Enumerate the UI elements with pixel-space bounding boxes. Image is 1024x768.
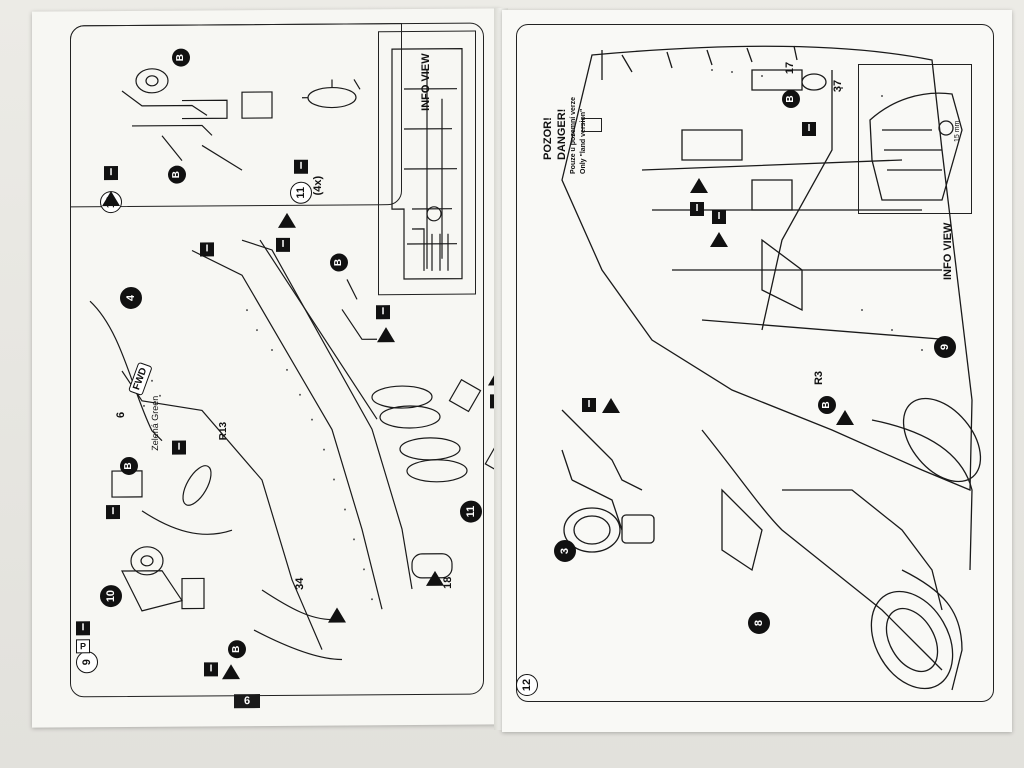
- part-17-label: 17: [784, 61, 797, 75]
- right-info-view-box: [858, 64, 972, 214]
- right-page-drawing: [561, 45, 982, 691]
- step-9-badge: 9: [76, 651, 98, 674]
- b-circle-icon: B: [228, 640, 246, 659]
- triangle-a-icon: [278, 212, 296, 228]
- inset-qty-label: (4x): [311, 175, 324, 196]
- cement-i-icon: I: [204, 662, 218, 677]
- cement-i-icon: I: [172, 440, 186, 455]
- cement-i-icon: I: [802, 122, 816, 136]
- part-37-label: 37: [832, 79, 845, 93]
- part-6-label: 6: [115, 411, 128, 419]
- cement-i-icon: I: [294, 159, 308, 174]
- part-r3-label: R3: [813, 370, 826, 386]
- triangle-a-icon: [377, 327, 395, 343]
- step-12-badge: 12: [516, 674, 538, 696]
- callout-3-badge: 3: [554, 540, 576, 562]
- cement-i-icon: I: [200, 242, 214, 257]
- warning-title-danger: DANGER!: [556, 108, 568, 160]
- triangle-a-icon: [836, 410, 854, 425]
- part-34-label: 34: [294, 577, 307, 590]
- triangle-a-icon: [102, 191, 120, 207]
- triangle-a-icon: [690, 178, 708, 193]
- cement-i-icon: I: [376, 305, 390, 320]
- cement-i-icon: I: [104, 166, 118, 181]
- callout-11-badge: 11: [460, 500, 482, 523]
- paint-icon: P: [76, 639, 90, 654]
- cement-i-icon: I: [106, 505, 120, 520]
- callout-10-badge: 10: [100, 585, 122, 608]
- warning-title-pozor: POZOR!: [542, 117, 554, 160]
- right-info-view-label: INFO VIEW: [942, 222, 954, 280]
- triangle-a-icon: [602, 398, 620, 413]
- cement-i-icon: I: [690, 202, 704, 216]
- inset-dimension-label: 15 mm: [954, 120, 961, 142]
- callout-9-badge: 9: [934, 336, 956, 358]
- cement-i-icon: I: [582, 398, 596, 412]
- left-page-drawing: [89, 48, 500, 661]
- b-circle-icon: B: [818, 396, 836, 414]
- b-circle-icon: B: [172, 48, 190, 67]
- left-page: INFO VIEW FWD R13 Zelená Green 6 34 18 (…: [32, 8, 500, 728]
- warning-sub-english: Only "land version": [580, 108, 587, 174]
- triangle-a-icon: [222, 664, 240, 680]
- page-number: 6: [234, 694, 260, 709]
- left-info-view-label: INFO VIEW: [420, 53, 432, 111]
- b-circle-icon: B: [168, 165, 186, 184]
- part-r13-label: R13: [218, 421, 229, 441]
- right-page: POZOR! DANGER! Pouze u pozemní verze Onl…: [502, 10, 1012, 732]
- b-circle-icon: B: [120, 456, 138, 476]
- color-note-label: Zelená Green: [150, 395, 160, 451]
- cement-i-icon: I: [712, 210, 726, 224]
- b-circle-icon: B: [782, 90, 800, 108]
- warning-sub-czech: Pouze u pozemní verze: [570, 96, 577, 174]
- triangle-a-icon: [710, 232, 728, 247]
- cement-i-icon: I: [276, 237, 290, 252]
- cement-i-icon: I: [76, 621, 90, 636]
- b-circle-icon: B: [330, 253, 348, 272]
- triangle-a-icon: [426, 570, 444, 586]
- callout-8-badge: 8: [748, 612, 770, 634]
- triangle-a-icon: [328, 607, 346, 623]
- callout-4-badge: 4: [120, 286, 142, 310]
- right-page-frame: [516, 24, 994, 702]
- inset-step-11-badge: 11: [290, 181, 312, 204]
- warning-arrow-box: [582, 118, 602, 132]
